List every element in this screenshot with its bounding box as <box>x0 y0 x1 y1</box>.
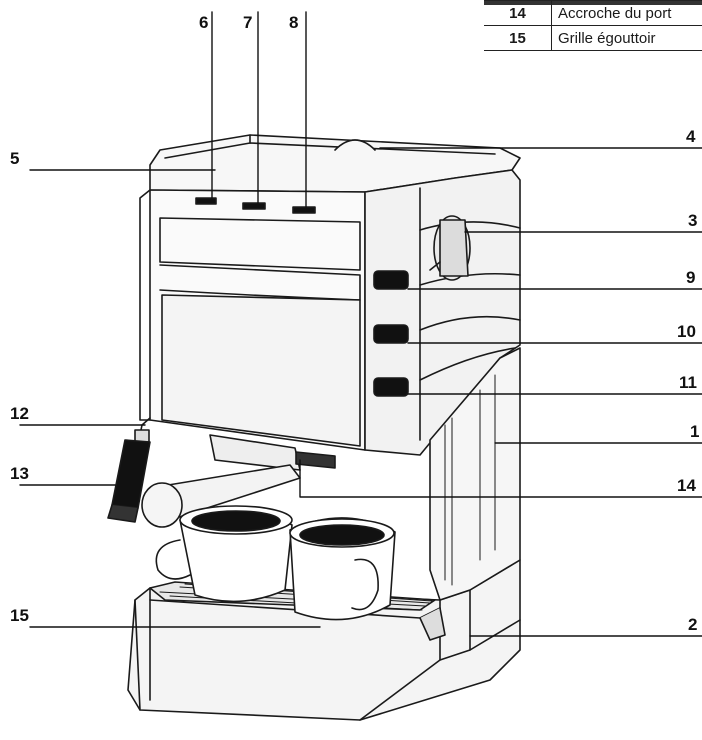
callout-lines <box>19 11 702 637</box>
control-buttons <box>373 270 409 397</box>
legend-row-number: 14 <box>484 0 552 26</box>
callout-15: 15 <box>10 606 29 625</box>
machine-body <box>139 134 521 601</box>
portafilter <box>141 434 336 528</box>
legend-row-text: Accroche du port <box>551 0 702 26</box>
callout-13: 13 <box>10 464 29 483</box>
callout-2: 2 <box>688 615 697 634</box>
indicator-lights <box>195 197 316 214</box>
callout-3: 3 <box>688 211 697 230</box>
callout-12: 12 <box>10 404 29 423</box>
callout-numbers: 6 7 8 5 4 3 9 10 11 12 1 13 14 15 2 <box>10 13 699 634</box>
parts-legend-table: 14 Accroche du port 15 Grille égouttoir <box>484 0 702 51</box>
callout-10: 10 <box>677 322 696 341</box>
callout-4: 4 <box>686 127 696 146</box>
legend-row-text: Grille égouttoir <box>551 25 702 51</box>
callout-9: 9 <box>686 268 695 287</box>
callout-14: 14 <box>677 476 696 495</box>
steam-wand <box>107 417 151 523</box>
callout-8: 8 <box>289 13 298 32</box>
legend-row-number: 15 <box>484 25 552 51</box>
legend-row: 15 Grille égouttoir <box>484 25 702 51</box>
callout-7: 7 <box>243 13 252 32</box>
callout-11: 11 <box>679 373 697 392</box>
steam-knob <box>429 215 471 281</box>
cups <box>155 505 396 621</box>
legend-row: 14 Accroche du port <box>484 0 702 26</box>
callout-6: 6 <box>199 13 208 32</box>
callout-1: 1 <box>690 422 699 441</box>
callout-5: 5 <box>10 149 19 168</box>
